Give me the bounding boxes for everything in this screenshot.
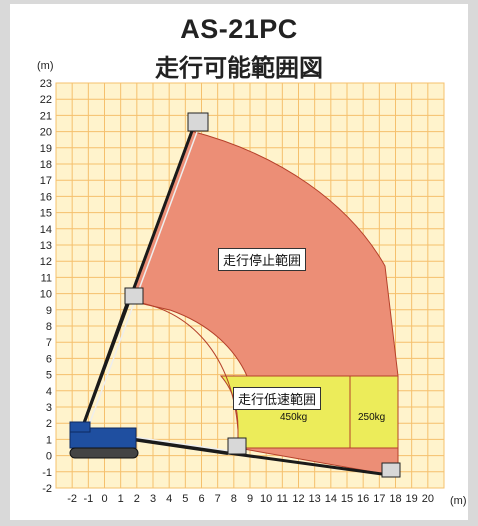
basket-low — [381, 462, 401, 478]
x-tick-label: -1 — [83, 493, 93, 505]
y-axis-unit: (m) — [37, 60, 54, 72]
x-tick-label: 9 — [247, 493, 253, 505]
basket-horizontal — [227, 437, 247, 455]
x-tick-label: 18 — [389, 493, 401, 505]
y-tick-label: 1 — [46, 434, 52, 446]
x-tick-label: 7 — [215, 493, 221, 505]
load-450-label: 450kg — [280, 412, 308, 423]
x-tick-label: 16 — [357, 493, 369, 505]
y-tick-label: 17 — [40, 175, 52, 187]
y-tick-label: -2 — [42, 483, 52, 495]
y-tick-label: 11 — [41, 272, 52, 284]
y-tick-label: 9 — [46, 305, 52, 317]
y-tick-label: 6 — [46, 353, 52, 365]
diagram-title: 走行可能範囲図 — [155, 54, 323, 82]
y-tick-label: 8 — [46, 321, 52, 333]
x-tick-label: 2 — [134, 493, 140, 505]
y-tick-label: 5 — [46, 370, 52, 382]
x-tick-label: 20 — [422, 493, 434, 505]
basket-mid — [124, 287, 144, 305]
y-tick-label: 15 — [40, 208, 52, 220]
load-250-label: 250kg — [358, 412, 386, 423]
x-tick-label: 0 — [101, 493, 107, 505]
boom-low — [227, 451, 383, 476]
x-tick-label: 17 — [373, 493, 385, 505]
x-tick-label: 4 — [166, 493, 172, 505]
y-tick-label: 3 — [46, 402, 52, 414]
y-tick-label: 2 — [46, 418, 52, 430]
x-tick-label: 19 — [406, 493, 418, 505]
y-tick-label: 10 — [40, 289, 52, 301]
y-tick-label: 18 — [40, 159, 52, 171]
x-tick-label: 5 — [182, 493, 188, 505]
x-tick-label: 15 — [341, 493, 353, 505]
x-tick-label: -2 — [67, 493, 77, 505]
basket-top — [187, 112, 209, 132]
x-tick-label: 10 — [260, 493, 272, 505]
slow-zone-label: 走行低速範囲 — [233, 387, 322, 410]
y-tick-label: 21 — [40, 110, 52, 122]
machine — [69, 421, 139, 459]
x-tick-label: 8 — [231, 493, 237, 505]
y-tick-label: -1 — [42, 467, 52, 479]
y-tick-label: 22 — [40, 94, 52, 106]
x-tick-label: 11 — [277, 493, 288, 505]
y-tick-label: 7 — [46, 337, 52, 349]
diagram-card: AS-21PC 走行可能範囲図 (m) (m) — [10, 4, 468, 520]
y-tick-label: 12 — [40, 256, 52, 268]
model-title: AS-21PC — [180, 14, 298, 44]
boom-mid — [78, 300, 130, 435]
y-tick-label: 20 — [40, 127, 52, 139]
y-tick-label: 0 — [46, 451, 52, 463]
y-tick-label: 14 — [40, 224, 52, 236]
x-axis-unit: (m) — [450, 495, 467, 507]
y-tick-label: 13 — [40, 240, 52, 252]
x-tick-label: 13 — [309, 493, 321, 505]
y-tick-label: 4 — [46, 386, 52, 398]
x-tick-label: 12 — [292, 493, 304, 505]
x-tick-label: 3 — [150, 493, 156, 505]
y-ticks: 23222120191817161514131211109876543210-1… — [40, 78, 52, 495]
stop-zone-label: 走行停止範囲 — [218, 248, 307, 271]
x-tick-label: 6 — [198, 493, 204, 505]
y-tick-label: 16 — [40, 191, 52, 203]
machine-tracks — [69, 447, 139, 459]
x-tick-label: 14 — [325, 493, 337, 505]
y-tick-label: 23 — [40, 78, 52, 90]
x-tick-label: 1 — [118, 493, 124, 505]
baskets — [124, 112, 401, 478]
y-tick-label: 19 — [40, 143, 52, 155]
